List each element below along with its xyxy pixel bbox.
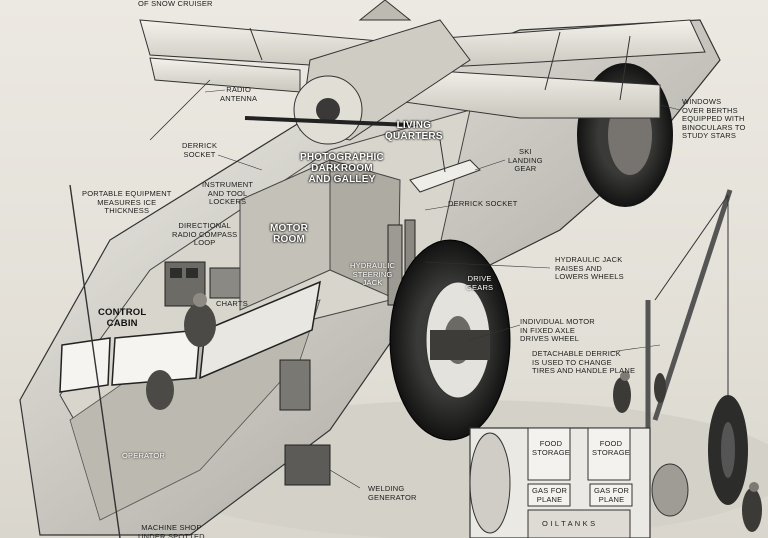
leader-lines — [204, 89, 681, 489]
label-hydraulic-jack: HYDRAULIC JACK RAISES AND LOWERS WHEELS — [555, 255, 624, 281]
ice-measure-pole — [69, 184, 121, 538]
label-derrick-socket-mid: DERRICK SOCKET — [448, 199, 518, 208]
label-detachable-derrick: DETACHABLE DERRICK IS USED TO CHANGE TIR… — [532, 349, 636, 375]
label-radio-antenna: RADIO ANTENNA — [220, 85, 258, 103]
floor-plan — [469, 427, 689, 538]
welding-generator — [284, 444, 331, 486]
plan-gas-right: GAS FOR PLANE — [594, 486, 630, 504]
label-machine-shop: MACHINE SHOP UNDER SPOTTED — [138, 523, 205, 538]
label-windows: WINDOWS OVER BERTHS EQUIPPED WITH BINOCU… — [682, 97, 746, 140]
label-welding-generator: WELDING GENERATOR — [368, 484, 417, 502]
label-radio-compass: DIRECTIONAL RADIO COMPASS LOOP — [172, 221, 238, 247]
label-operator: OPERATOR — [122, 451, 165, 460]
cabin-window — [59, 337, 111, 393]
engine-block — [279, 359, 311, 411]
label-photo-darkroom: PHOTOGRAPHIC DARKROOM AND GALLEY — [300, 152, 384, 185]
label-charts: CHARTS — [216, 299, 248, 308]
label-individual-motor: INDIVIDUAL MOTOR IN FIXED AXLE DRIVES WH… — [520, 317, 595, 343]
derrick-boom — [652, 189, 733, 421]
label-control-cabin: CONTROL CABIN — [98, 307, 147, 329]
label-portable-equipment: PORTABLE EQUIPMENT MEASURES ICE THICKNES… — [82, 189, 172, 215]
plan-food-storage-right: FOOD STORAGE — [592, 439, 630, 457]
propeller — [244, 116, 411, 127]
worker-figure — [613, 377, 631, 413]
label-derrick-socket-top: DERRICK SOCKET — [182, 141, 218, 159]
plan-food-storage-left: FOOD STORAGE — [532, 439, 570, 457]
ski-landing-gear — [409, 159, 481, 193]
operator-figure — [184, 303, 216, 347]
plan-oil-tanks: O I L T A N K S — [542, 519, 596, 528]
label-instrument-lockers: INSTRUMENT AND TOOL LOCKERS — [202, 180, 254, 206]
label-snow-cruiser: OF SNOW CRUISER — [138, 0, 213, 8]
label-drive-gears: DRIVE GEARS — [466, 274, 494, 292]
label-living-quarters: LIVING QUARTERS — [385, 120, 443, 142]
label-motor-room: MOTOR ROOM — [270, 223, 309, 245]
label-hydraulic-steering: HYDRAULIC STEERING JACK — [350, 261, 396, 287]
radio-antenna — [149, 79, 211, 141]
plan-gas-left: GAS FOR PLANE — [532, 486, 568, 504]
label-ski-landing-gear: SKI LANDING GEAR — [508, 147, 543, 173]
